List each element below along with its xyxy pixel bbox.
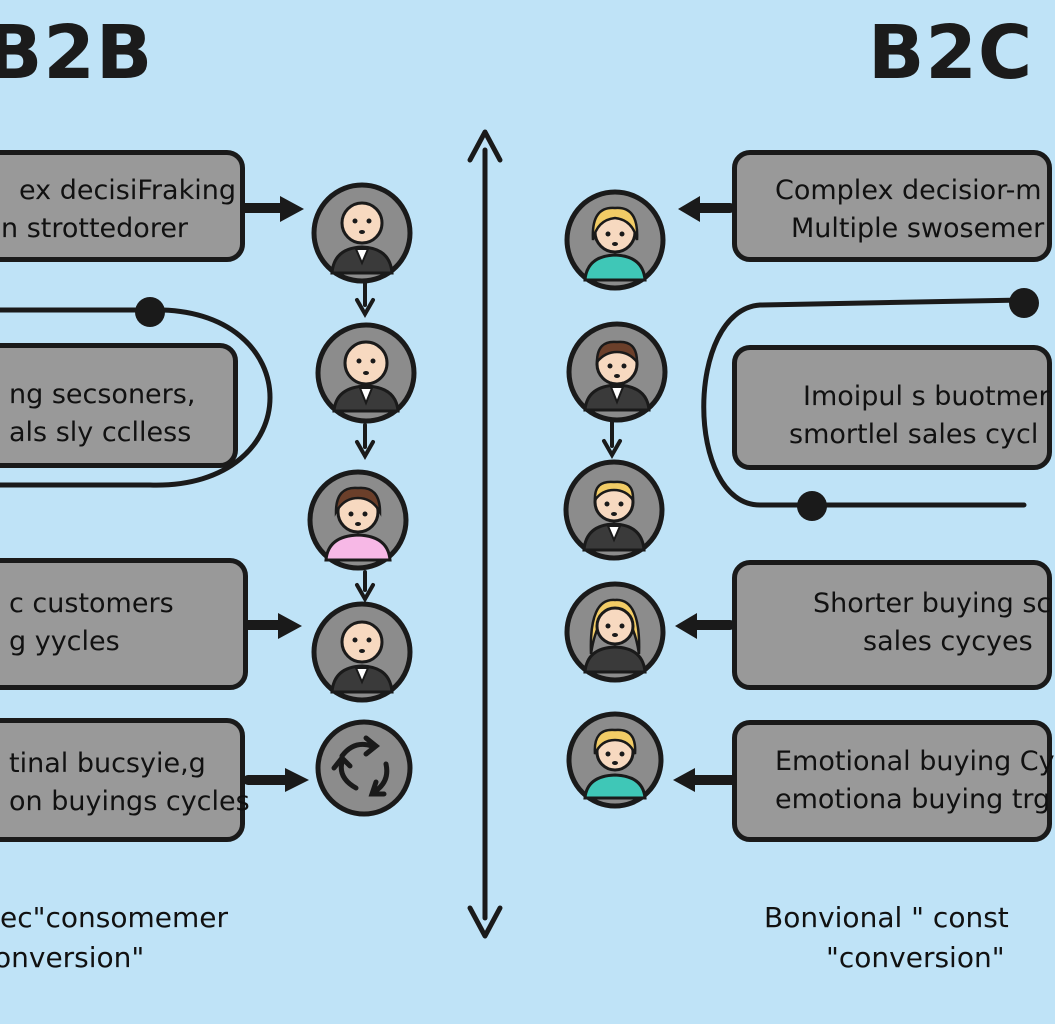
right-avatar-2-businessman-icon [566,321,668,423]
right-bubble-1-line-2: Multiple swosemer [791,213,1045,244]
right-bubble-4-line-2: emotiona buying trg [775,784,1051,815]
left-loop-connector [0,297,273,488]
right-bubble-3: Shorter buying sc sales cycyes [732,560,1052,690]
left-arrow-1 [240,196,304,222]
left-bubble-2-line-1: ng secsoners, [9,379,196,410]
left-bubble-2: ng secsoners, als sly cclless [0,343,238,468]
left-bubble-1-line-2: n strottedorer [1,213,189,244]
right-footer-line-1: Bonvional " const [764,901,1009,934]
b2b-title: B2B [0,10,154,96]
left-avatar-5-recycle-arrows-icon [315,719,413,817]
right-avatar-5-woman-icon [566,711,664,809]
left-bubble-4: tinal bucsyie,g on buyings cycles [0,718,250,842]
right-arrow-3 [673,768,737,792]
left-avatar-2-businessman-icon [315,322,417,424]
left-bubble-4-line-2: on buyings cycles [9,786,250,817]
right-footer: Bonvional " const "conversion" [764,898,1009,978]
right-bubble-4-line-1: Emotional buying Cy [775,746,1055,777]
left-bubble-3: c customers g yycles [0,558,248,690]
left-footer-line-1: ec"consomemer [0,901,229,934]
right-loop-connector [701,288,1039,521]
left-avatar-4-businessman-icon [311,601,413,703]
left-bubble-4-line-1: tinal bucsyie,g [9,748,206,779]
right-arrow-1 [678,196,735,222]
b2c-title: B2C [868,10,1034,96]
right-footer-line-2: "conversion" [826,941,1005,974]
right-bubble-4: Emotional buying Cy emotiona buying trg [732,720,1055,842]
left-avatar-1-businessman-icon [311,182,413,284]
left-avatar-3-woman-icon [307,469,409,571]
left-down-arrows [355,281,375,604]
left-footer-line-2: onversion" [0,941,145,974]
diagram-graphics [0,129,1039,939]
right-bubble-2-line-1: Imoipul s buotmer [803,381,1050,412]
right-bubble-3-line-2: sales cycyes [863,626,1033,657]
right-avatar-1-woman-icon [564,189,666,291]
center-divider-double-arrow [467,129,503,939]
left-footer: ec"consomemer onversion" [0,898,228,978]
left-bubble-3-line-2: g yycles [9,626,120,657]
right-bubble-3-line-1: Shorter buying sc [813,588,1052,619]
right-arrow-2 [675,613,735,639]
left-bubble-2-line-2: als sly cclless [9,417,192,448]
right-bubble-2: Imoipul s buotmer smortlel sales cycl [732,345,1052,470]
right-bubble-1: Complex decisior-m Multiple swosemer [732,150,1052,262]
left-arrow-2 [243,613,302,639]
right-avatar-3-businessman-icon [563,459,665,561]
right-bubble-1-line-1: Complex decisior-m [775,175,1042,206]
left-arrow-3 [243,768,309,792]
left-bubble-1: ex decisiFraking n strottedorer [0,150,245,262]
right-avatar-4-woman-icon [564,581,666,683]
right-bubble-2-line-2: smortlel sales cycl [789,419,1039,450]
left-bubble-1-line-1: ex decisiFraking [19,175,236,206]
right-down-arrow [602,420,622,460]
left-bubble-3-line-1: c customers [9,588,174,619]
